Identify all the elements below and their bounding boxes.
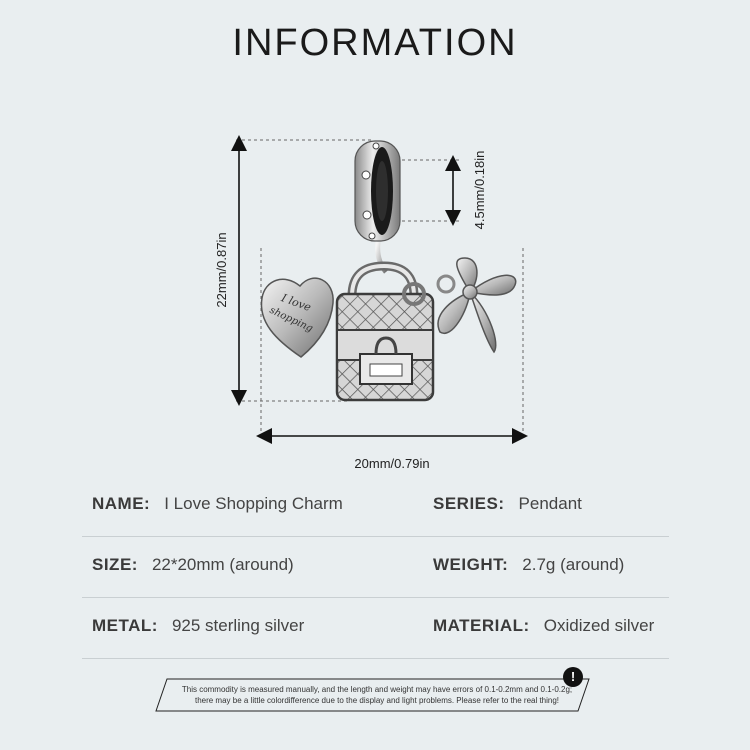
spec-series: SERIES: Pendant [433,494,582,514]
bail-label: 4.5mm/0.18in [472,151,487,230]
charm-diagram: 22mm/0.87in 4.5mm/0.18in 20mm/0.79in I l… [214,135,528,471]
connector-ring [402,282,426,306]
exclamation-icon: ! [563,667,583,687]
bail-ring [354,140,401,242]
spec-key: METAL: [92,616,158,635]
spec-value: 2.7g (around) [522,555,625,574]
spec-size: SIZE: 22*20mm (around) [92,555,294,575]
spec-key: SIZE: [92,555,138,574]
spec-weight: WEIGHT: 2.7g (around) [433,555,624,575]
notice-line-2: there may be a little colordifference du… [194,696,560,705]
page-title: INFORMATION [232,22,518,64]
width-label: 20mm/0.79in [354,456,429,471]
spec-row: METAL: 925 sterling silver MATERIAL: Oxidi… [82,598,669,659]
spec-value: Pendant [518,494,582,513]
spec-value: 22*20mm (around) [151,555,294,574]
heart-charm: I love shopping [260,277,334,358]
spec-row: SIZE: 22*20mm (around) WEIGHT: 2.7g (aroun… [82,537,669,598]
notice-frame [155,678,590,712]
spec-value: Oxidized silver [543,616,655,635]
spec-value: 925 sterling silver [171,616,305,635]
spec-key: MATERIAL: [433,616,530,635]
height-label: 22mm/0.87in [214,232,229,307]
spec-metal: METAL: 925 sterling silver [92,616,304,636]
spec-value: I Love Shopping Charm [164,494,343,513]
spec-key: NAME: [92,494,151,513]
spec-material: MATERIAL: Oxidized silver [433,616,654,636]
bow-charm [437,257,517,354]
measurement-notice: This commodity is measured manually, and… [155,667,590,712]
spec-row: NAME: I Love Shopping Charm SERIES: Pendan… [82,476,669,537]
notice-text: This commodity is measured manually, and… [177,684,577,706]
spec-name: NAME: I Love Shopping Charm [92,494,343,514]
spec-table: NAME: I Love Shopping Charm SERIES: Pendan… [82,476,669,659]
dimension-guides [236,139,524,436]
notice-line-1: This commodity is measured manually, and… [181,685,573,694]
spec-key: SERIES: [433,494,505,513]
bag-charm [335,292,435,402]
spec-key: WEIGHT: [433,555,509,574]
